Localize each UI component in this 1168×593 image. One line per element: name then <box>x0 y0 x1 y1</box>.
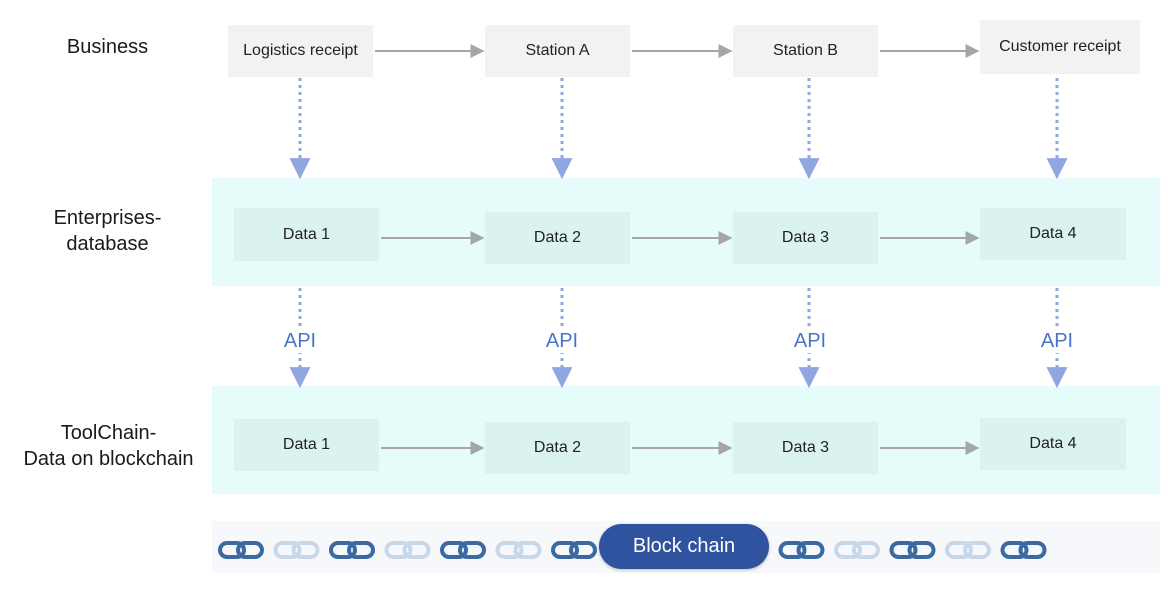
row-label-toolchain: ToolChain- Data on blockchain <box>23 422 194 470</box>
node-customer-receipt: Customer receipt <box>980 20 1140 74</box>
chain-link-icon-3 <box>329 541 375 559</box>
api-label-3: API <box>780 329 840 353</box>
row-label-business: Business <box>66 36 149 58</box>
api-label-4: API <box>1027 329 1087 353</box>
blockchain-pill: Block chain <box>599 524 769 569</box>
node-database-data-3: Data 3 <box>733 212 878 264</box>
chain-link-icon-12 <box>889 541 936 559</box>
node-database-data-1: Data 1 <box>234 208 379 261</box>
chain-link-icon-2 <box>273 541 320 559</box>
api-label-2: API <box>532 329 592 353</box>
chain-link-icon-11 <box>834 541 880 559</box>
blockchain-label: Block chain <box>632 535 736 557</box>
chain-link-icon-5 <box>440 541 486 559</box>
chain-link-icon-4 <box>384 541 431 559</box>
chain-link-icon-13 <box>945 541 991 559</box>
chain-link-icon-7 <box>551 541 597 559</box>
node-database-data-2: Data 2 <box>485 212 630 264</box>
node-blockchain-data-1: Data 1 <box>234 419 379 471</box>
chain-link-icon-6 <box>495 541 542 559</box>
row-label-enterprises-database: Enterprises- database <box>53 207 162 255</box>
node-blockchain-data-4: Data 4 <box>980 418 1126 470</box>
node-station-b: Station B <box>733 25 878 77</box>
chain-link-icon-14 <box>1000 541 1047 559</box>
node-blockchain-data-2: Data 2 <box>485 422 630 474</box>
node-station-a: Station A <box>485 25 630 77</box>
chain-link-icon-1 <box>218 541 264 559</box>
node-blockchain-data-3: Data 3 <box>733 422 878 474</box>
chain-link-icon-10 <box>778 541 825 559</box>
node-logistics-receipt: Logistics receipt <box>228 25 373 77</box>
node-database-data-4: Data 4 <box>980 208 1126 260</box>
api-label-1: API <box>270 329 330 353</box>
